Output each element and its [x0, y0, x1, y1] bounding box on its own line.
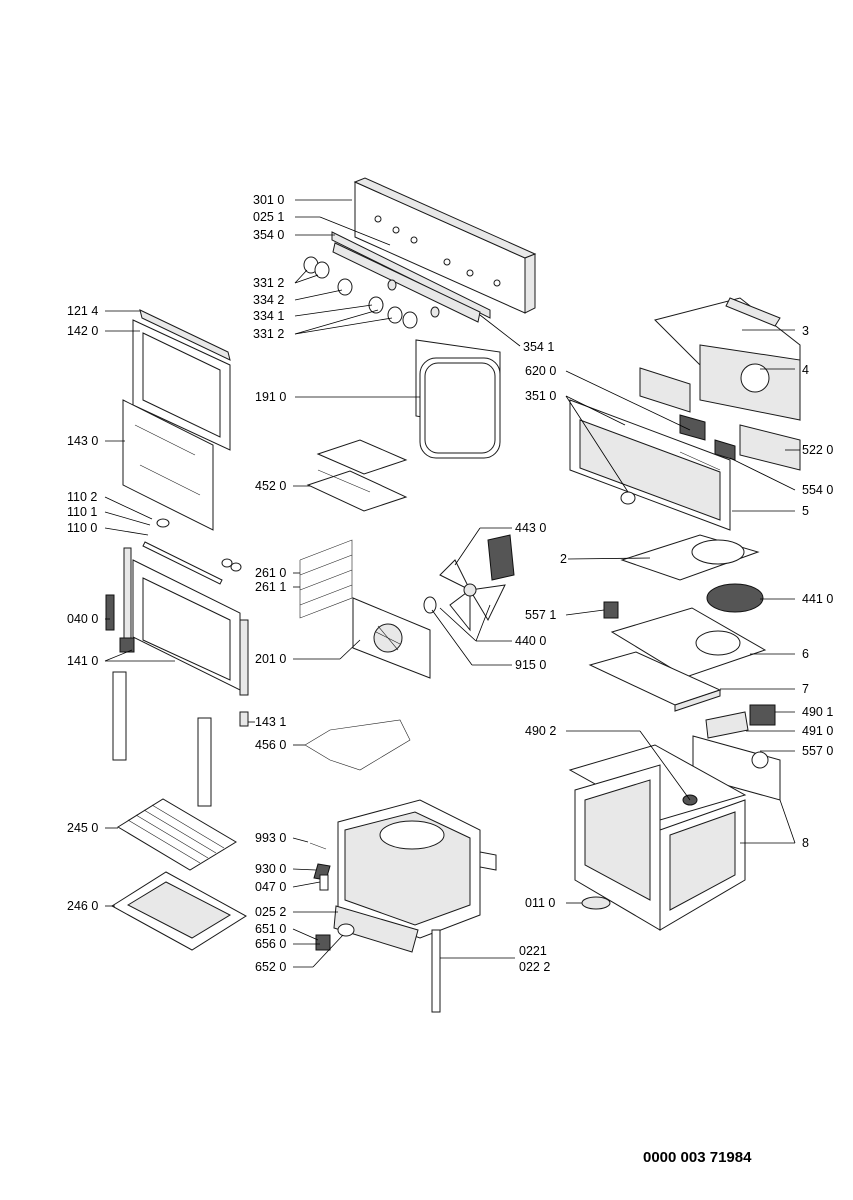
- label-0470: 047 0: [255, 880, 286, 894]
- label-5220: 522 0: [802, 443, 833, 457]
- label-0222: 022 2: [519, 960, 550, 974]
- label-1420: 142 0: [67, 324, 98, 338]
- label-4410: 441 0: [802, 592, 833, 606]
- lower-right-panels: [568, 534, 781, 931]
- label-7: 7: [802, 682, 809, 696]
- label-1910: 191 0: [255, 390, 286, 404]
- label-3541: 354 1: [523, 340, 554, 354]
- label-4901: 490 1: [802, 705, 833, 719]
- label-6: 6: [802, 647, 809, 661]
- label-9300: 930 0: [255, 862, 286, 876]
- label-4902: 490 2: [525, 724, 556, 738]
- label-1101: 110 1: [67, 505, 97, 519]
- label-3312-upper: 331 2: [253, 276, 284, 290]
- label-1431: 143 1: [255, 715, 286, 729]
- label-4400: 440 0: [515, 634, 546, 648]
- document-number: 0000 003 71984: [643, 1149, 752, 1166]
- label-0221: 0221: [519, 944, 547, 958]
- label-6200: 620 0: [525, 364, 556, 378]
- label-2610: 261 0: [255, 566, 286, 580]
- label-1214: 121 4: [67, 304, 98, 318]
- label-2010: 201 0: [255, 652, 286, 666]
- label-3540: 354 0: [253, 228, 284, 242]
- label-4910: 491 0: [802, 724, 833, 738]
- label-3510: 351 0: [525, 389, 556, 403]
- label-1430: 143 0: [67, 434, 98, 448]
- label-1102: 110 2: [67, 490, 97, 504]
- label-0110: 011 0: [525, 896, 555, 910]
- label-0252: 025 2: [255, 905, 286, 919]
- fan-motor: [423, 534, 515, 632]
- label-4430: 443 0: [515, 521, 546, 535]
- label-3342: 334 2: [253, 293, 284, 307]
- label-5540: 554 0: [802, 483, 833, 497]
- label-1100: 110 0: [67, 521, 97, 535]
- leader-lines: [104, 199, 800, 968]
- part-labels: 301 0 025 1 354 0 331 2 334 2 334 1 331 …: [67, 193, 833, 974]
- label-0400: 040 0: [67, 612, 98, 626]
- label-3: 3: [802, 324, 809, 338]
- label-5: 5: [802, 504, 809, 518]
- label-3341: 334 1: [253, 309, 284, 323]
- label-3010: 301 0: [253, 193, 284, 207]
- label-0251: 025 1: [253, 210, 284, 224]
- label-1410: 141 0: [67, 654, 98, 668]
- control-panel-assembly: [303, 177, 537, 329]
- racks-and-trays: [111, 339, 501, 951]
- label-2611: 261 1: [255, 580, 286, 594]
- label-6560: 656 0: [255, 937, 286, 951]
- oven-cavity: [309, 799, 497, 1013]
- label-9930: 993 0: [255, 831, 286, 845]
- label-6510: 651 0: [255, 922, 286, 936]
- label-8: 8: [802, 836, 809, 850]
- label-2450: 245 0: [67, 821, 98, 835]
- label-9150: 915 0: [515, 658, 546, 672]
- electronics-assembly: [569, 297, 801, 531]
- label-2: 2: [560, 552, 567, 566]
- label-4: 4: [802, 363, 809, 377]
- label-4520: 452 0: [255, 479, 286, 493]
- label-2460: 246 0: [67, 899, 98, 913]
- door-assembly: [105, 309, 249, 807]
- label-4560: 456 0: [255, 738, 286, 752]
- label-5570: 557 0: [802, 744, 833, 758]
- label-5571: 557 1: [525, 608, 556, 622]
- label-6520: 652 0: [255, 960, 286, 974]
- label-3312-lower: 331 2: [253, 327, 284, 341]
